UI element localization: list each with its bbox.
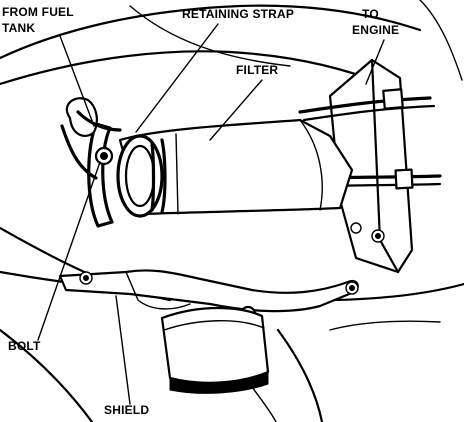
label-bolt: BOLT — [8, 339, 41, 353]
label-retaining-strap: RETAINING STRAP — [182, 7, 294, 21]
label-filter: FILTER — [236, 63, 278, 77]
heat-shield — [58, 269, 359, 323]
leader-bolt — [37, 161, 101, 341]
leader-filter — [209, 79, 263, 141]
label-shield: SHIELD — [104, 403, 149, 417]
label-to: TO — [362, 7, 379, 21]
label-engine: ENGINE — [352, 23, 399, 37]
leader-retaining-strap — [135, 23, 219, 133]
leader-to-engine — [365, 39, 385, 85]
fuel-filter — [116, 118, 354, 218]
filter-bolt — [94, 146, 114, 166]
leader-lines — [37, 23, 385, 405]
label-from-fuel: FROM FUEL — [2, 5, 74, 19]
retaining-strap — [60, 97, 122, 228]
label-tank: TANK — [2, 21, 35, 35]
mounting-block — [160, 306, 270, 394]
leader-shield — [115, 295, 131, 405]
labels: FROM FUEL TANK RETAINING STRAP TO ENGINE… — [2, 5, 399, 417]
leader-from-fuel-tank — [59, 35, 95, 127]
